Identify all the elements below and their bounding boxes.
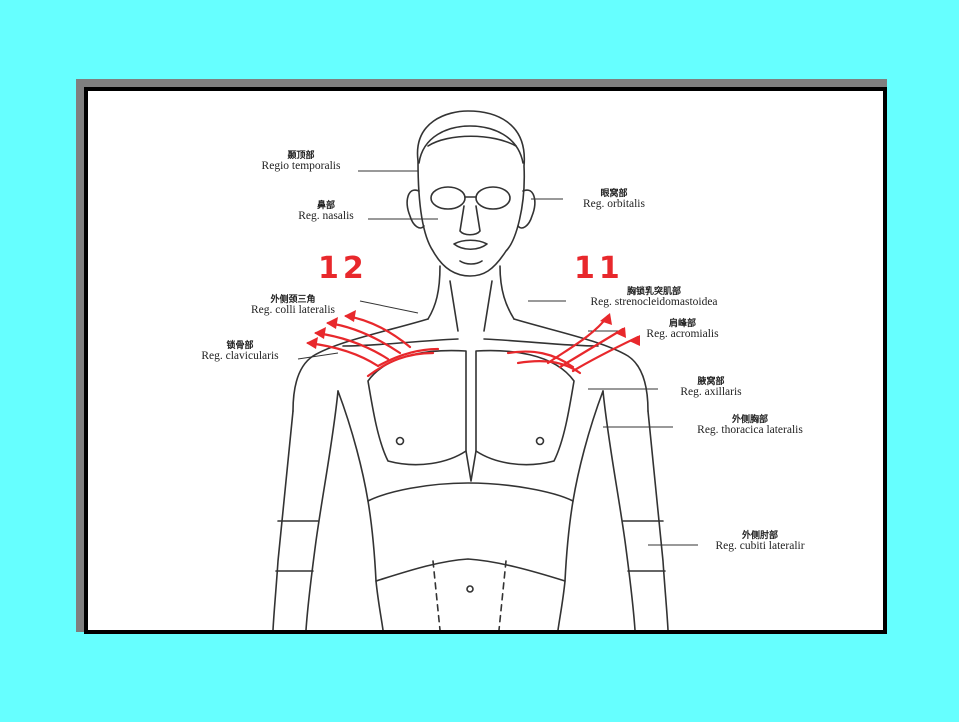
left-ear [407, 190, 424, 228]
nose [460, 206, 480, 235]
rib-lower [368, 501, 573, 581]
neck-left [428, 266, 440, 319]
right-eye [476, 187, 510, 209]
hair-line [419, 126, 523, 163]
number-11: 11 [574, 251, 624, 286]
mouth [454, 240, 487, 249]
left-eye [431, 187, 465, 209]
number-12: 12 [318, 251, 368, 286]
neck-right [500, 266, 514, 319]
right-ear [518, 190, 535, 228]
left-arm [273, 391, 338, 630]
